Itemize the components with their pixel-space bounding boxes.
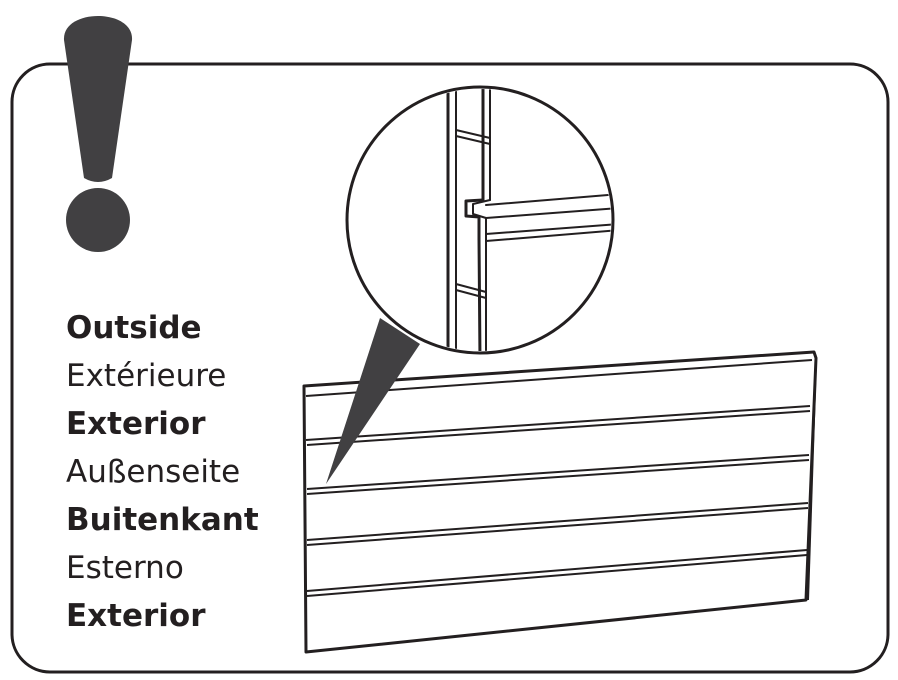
notice-frame: [10, 62, 890, 674]
exclamation-icon: [63, 16, 133, 252]
label-french: Extérieure: [66, 358, 227, 394]
label-german: Außenseite: [66, 454, 241, 490]
label-portuguese: Exterior: [66, 598, 206, 634]
label-english: Outside: [66, 310, 202, 346]
label-italian: Esterno: [66, 550, 184, 586]
label-spanish: Exterior: [66, 406, 206, 442]
callout-pointer: [326, 318, 420, 484]
magnified-detail: [345, 85, 615, 355]
exterior-label-list: Outside Extérieure Exterior Außenseite B…: [66, 306, 259, 642]
label-dutch: Buitenkant: [66, 502, 259, 538]
panel-illustration: [302, 350, 818, 654]
